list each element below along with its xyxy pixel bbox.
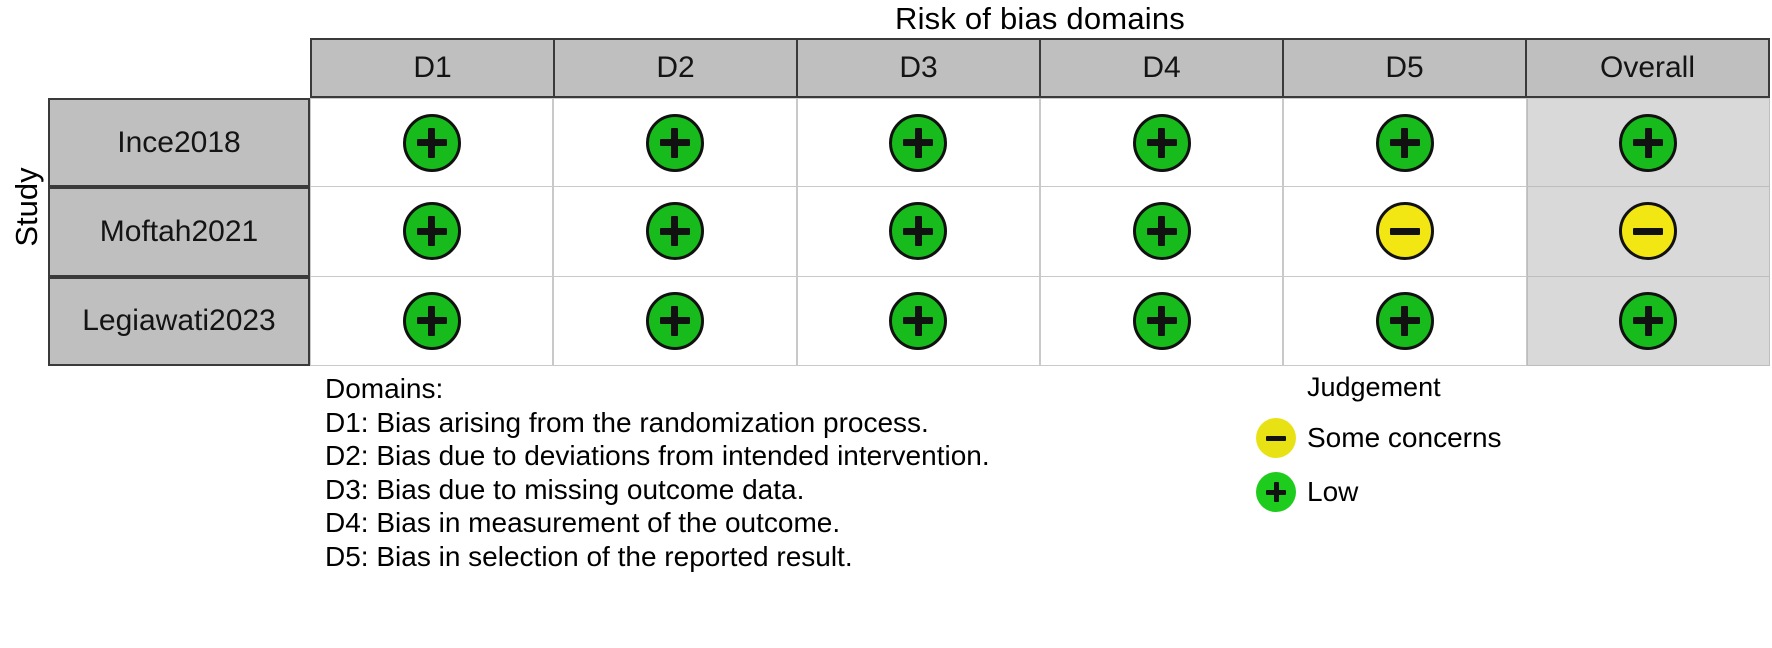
row-label-legiawati2023: Legiawati2023 [48,276,310,366]
cell-ince2018-overall[interactable] [1526,98,1770,188]
domains-legend-d3: D3: Bias due to missing outcome data. [325,473,805,505]
column-header-label: D4 [1142,51,1181,84]
judgement-low-icon [645,202,704,261]
cell-legiawati2023-d3[interactable] [796,276,1040,366]
row-label-ince2018: Ince2018 [48,98,310,188]
domains-legend-heading: Domains: [325,373,444,404]
column-header-label: Overall [1599,51,1696,84]
cell-moftah2021-overall[interactable] [1526,187,1770,277]
row-label-text: Legiawati2023 [82,304,276,338]
table-row: Legiawati2023 [48,276,1770,366]
column-header-overall: Overall [1526,38,1770,98]
judgement-low-icon [1256,472,1296,512]
judgement-low-icon [889,113,948,172]
cell-legiawati2023-overall[interactable] [1526,276,1770,366]
judgement-legend-title: Judgement [1307,372,1441,402]
column-header-d3: D3 [797,38,1040,98]
column-header-d1: D1 [310,38,554,98]
risk-of-bias-grid: D1 D2 D3 D4 D5 Overall Ince2018 [48,38,1770,366]
domains-legend-d4: D4: Bias in measurement of the outcome. [325,507,841,538]
legend-label-some-concerns: Some concerns [1307,422,1502,453]
domains-legend-d1: D1: Bias arising from the randomization … [325,406,929,438]
judgement-low-icon [1132,202,1191,261]
judgement-low-icon [645,113,704,172]
judgement-low-icon [1375,113,1434,172]
judgement-low-icon [1619,113,1678,172]
judgement-low-icon [889,291,948,350]
domains-legend-d2: D2: Bias due to deviations from intended… [325,440,990,471]
cell-moftah2021-d2[interactable] [553,187,797,277]
page-title: Risk of bias domains [894,1,1185,36]
study-axis-label: Study [9,167,44,247]
legend-item-some-concerns: Some concerns [1245,414,1765,462]
row-label-moftah2021: Moftah2021 [48,187,310,277]
judgement-legend: Judgement Some concerns Low [1245,372,1765,522]
judgement-low-icon [1375,291,1434,350]
cell-legiawati2023-d5[interactable] [1283,276,1527,366]
cell-moftah2021-d1[interactable] [310,187,554,277]
judgement-some-concerns-icon [1256,418,1296,458]
grid-body: Ince2018 [48,98,1770,366]
cell-legiawati2023-d1[interactable] [310,276,554,366]
cell-moftah2021-d4[interactable] [1039,187,1284,277]
cell-ince2018-d2[interactable] [553,98,797,188]
judgement-low-icon [889,202,948,261]
grid-header-row: D1 D2 D3 D4 D5 Overall [310,38,1770,98]
judgement-low-icon [1132,291,1191,350]
cell-ince2018-d3[interactable] [796,98,1040,188]
table-row: Moftah2021 [48,187,1770,277]
cell-ince2018-d1[interactable] [310,98,554,188]
domains-legend: Domains: D1: Bias arising from the rando… [325,372,1145,573]
domains-legend-d5: D5: Bias in selection of the reported re… [325,540,853,572]
legend-label-low: Low [1307,476,1359,507]
column-header-d4: D4 [1040,38,1283,98]
column-header-d2: D2 [554,38,797,98]
judgement-low-icon [1132,113,1191,172]
legend-item-low: Low [1245,468,1765,516]
row-label-text: Moftah2021 [99,214,259,248]
column-header-label: D2 [656,51,695,84]
row-label-text: Ince2018 [117,125,241,159]
table-row: Ince2018 [48,98,1770,188]
judgement-some-concerns-icon [1619,202,1678,261]
cell-ince2018-d4[interactable] [1039,98,1284,188]
judgement-low-icon [1619,291,1678,350]
cell-moftah2021-d3[interactable] [796,187,1040,277]
column-header-label: D3 [899,51,938,84]
judgement-low-icon [402,291,461,350]
legend-swatch-wrap [1245,472,1307,512]
cell-legiawati2023-d2[interactable] [553,276,797,366]
cell-ince2018-d5[interactable] [1283,98,1527,188]
column-header-label: D5 [1385,51,1424,84]
column-header-d5: D5 [1283,38,1526,98]
judgement-low-icon [402,113,461,172]
column-header-label: D1 [413,51,452,84]
judgement-low-icon [645,291,704,350]
judgement-low-icon [402,202,461,261]
judgement-some-concerns-icon [1375,202,1434,261]
cell-legiawati2023-d4[interactable] [1039,276,1284,366]
legend-swatch-wrap [1245,418,1307,458]
cell-moftah2021-d5[interactable] [1283,187,1527,277]
